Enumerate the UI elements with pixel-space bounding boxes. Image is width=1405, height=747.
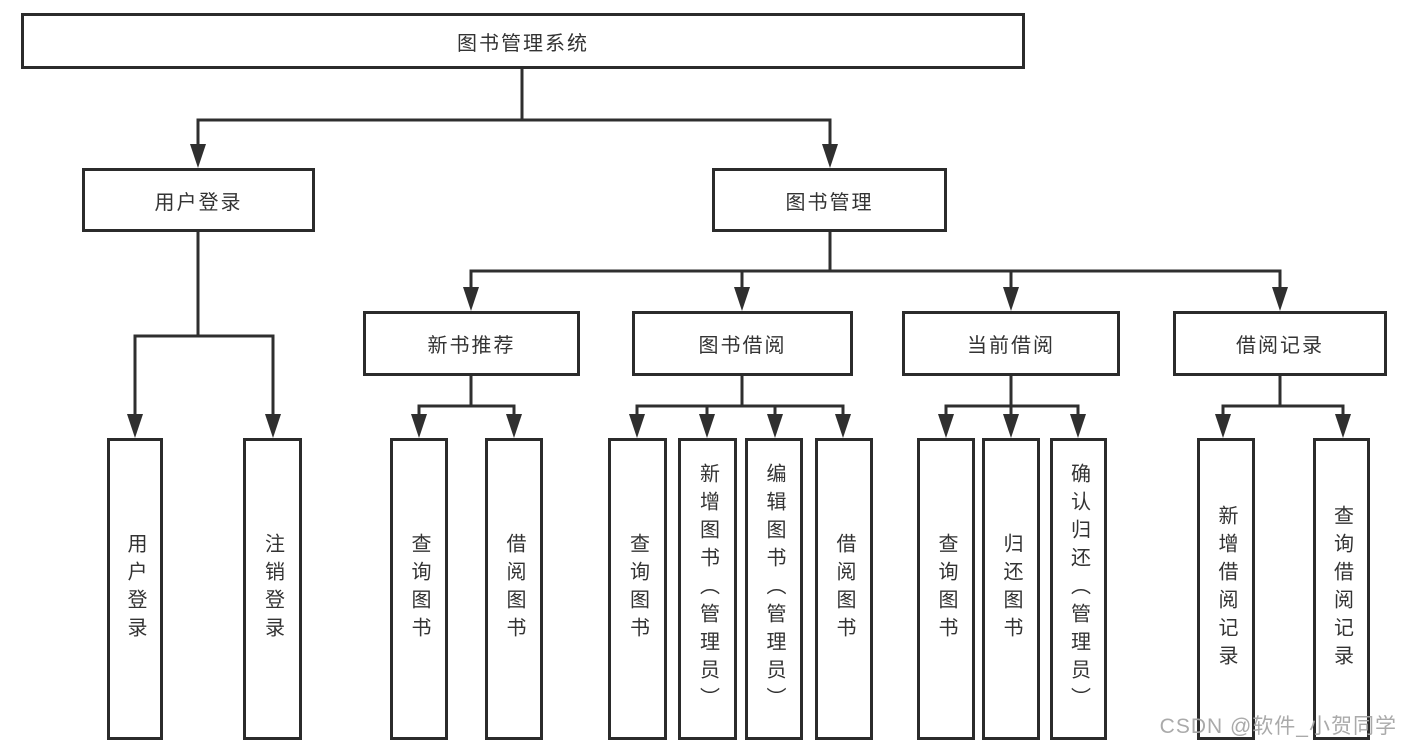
node-label: 新书推荐 <box>427 335 516 357</box>
leaf-query-books-current: 查询图书 <box>917 438 975 740</box>
leaf-logout: 注销登录 <box>243 438 302 740</box>
node-label: 查询借阅记录 <box>1330 505 1353 673</box>
node-label: 用户登录 <box>154 191 243 214</box>
node-label: 当前借阅 <box>967 335 1055 357</box>
node-current-borrow: 当前借阅 <box>902 311 1120 376</box>
node-label: 查询图书 <box>408 533 430 645</box>
leaf-add-borrow-record: 新增借阅记录 <box>1197 438 1255 740</box>
node-label: 查询图书 <box>626 533 649 645</box>
node-book-management: 图书管理 <box>712 168 947 232</box>
leaf-edit-book-admin: 编辑图书（管理员） <box>745 438 803 740</box>
arrowhead-icons <box>127 144 1351 438</box>
node-label: 借阅图书 <box>503 533 525 645</box>
node-label: 图书借阅 <box>698 335 787 357</box>
leaf-query-borrow-record: 查询借阅记录 <box>1313 438 1370 740</box>
node-label: 新增借阅记录 <box>1215 505 1237 673</box>
leaf-user-login: 用户登录 <box>107 438 163 740</box>
csdn-watermark: CSDN @软件_小贺同学 <box>1159 715 1397 738</box>
node-label: 确认归还（管理员） <box>1067 463 1090 715</box>
leaf-borrow-books: 借阅图书 <box>815 438 873 740</box>
node-label: 图书管理系统 <box>457 32 589 55</box>
node-user-login: 用户登录 <box>82 168 315 232</box>
node-label: 编辑图书（管理员） <box>763 463 785 715</box>
leaf-borrow-books-recommend: 借阅图书 <box>485 438 543 740</box>
node-library-management-system: 图书管理系统 <box>21 13 1025 69</box>
leaf-add-book-admin: 新增图书（管理员） <box>678 438 737 740</box>
leaf-return-book: 归还图书 <box>982 438 1040 740</box>
node-label: 归还图书 <box>1000 533 1022 645</box>
leaf-query-books-borrow: 查询图书 <box>608 438 667 740</box>
leaf-confirm-return-admin: 确认归还（管理员） <box>1050 438 1107 740</box>
node-book-borrow: 图书借阅 <box>632 311 853 376</box>
node-label: 查询图书 <box>935 533 957 645</box>
node-label: 用户登录 <box>124 533 146 645</box>
node-label: 借阅图书 <box>833 533 855 645</box>
leaf-query-books-recommend: 查询图书 <box>390 438 448 740</box>
node-label: 图书管理 <box>785 191 874 214</box>
node-new-book-recommend: 新书推荐 <box>363 311 580 376</box>
node-label: 借阅记录 <box>1236 335 1324 357</box>
node-label: 新增图书（管理员） <box>696 463 719 715</box>
node-label: 注销登录 <box>261 533 284 645</box>
node-borrow-records: 借阅记录 <box>1173 311 1387 376</box>
